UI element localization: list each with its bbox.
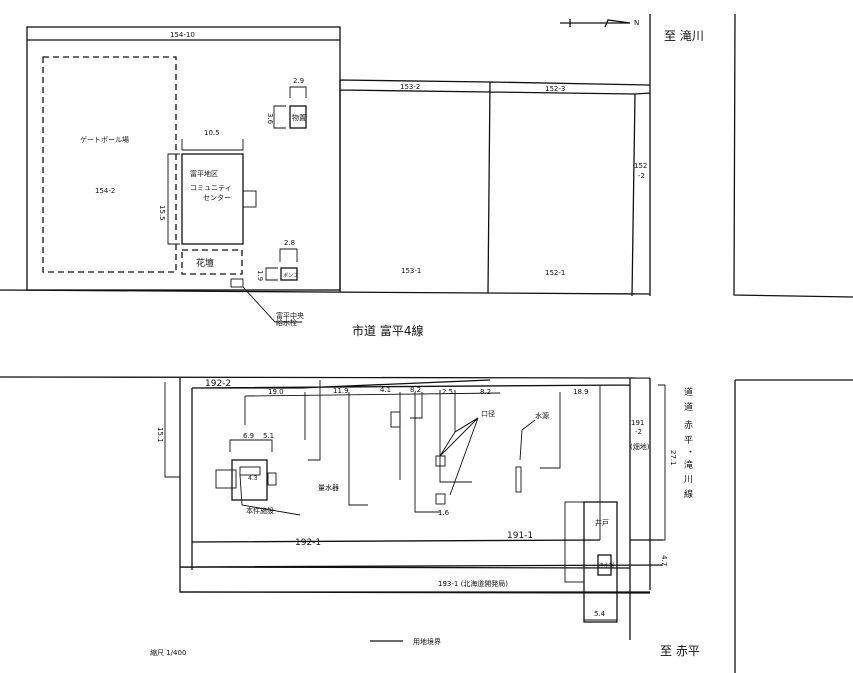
lot-label: 152 [634, 162, 647, 170]
flowerbed-label: 花壇 [196, 257, 214, 269]
bottom-plan: 15.1 27.1 4.7 192-2 19.0 11.9 4.1 8.2 2.… [0, 376, 853, 673]
dim-label: 2.8 [284, 239, 295, 247]
road-char: ・ [686, 448, 695, 458]
dim-label: 10.5 [204, 129, 220, 137]
valve-label: 口径 [481, 409, 495, 418]
dim-label: 5.4 [594, 610, 606, 618]
scale-label: 縮尺 1/400 [150, 648, 186, 657]
lot-label: 153-1 [401, 267, 421, 275]
dim-label: 2.9 [293, 77, 304, 85]
meter-label: 量水器 [318, 483, 339, 492]
direction-label: 至 滝川 [664, 29, 704, 43]
dim-label: 8.2 [410, 386, 421, 394]
road-char: 道 [684, 386, 693, 398]
lot-label: 193-1 (北海道開発局) [438, 579, 508, 588]
facility-building [231, 459, 268, 501]
dim-label: 27.1 [669, 450, 677, 466]
dim-label: 5.1 [263, 432, 274, 440]
road-char: 平 [684, 435, 693, 446]
road-label: 市道 富平4線 [352, 323, 423, 338]
road-char: 川 [684, 475, 693, 485]
road-char: 道 [684, 401, 693, 413]
purify-building [597, 554, 612, 576]
dim-label: 1.9 [256, 270, 264, 281]
dim-label: 15.5 [158, 205, 166, 221]
gateball-label: ゲートボール場 [80, 135, 129, 144]
water-tap [230, 278, 244, 288]
north-arrow-icon [560, 19, 631, 28]
pump-house [280, 267, 298, 281]
source-label: 水源 [535, 411, 549, 420]
lot-label: 192-1 [295, 538, 321, 548]
lot-label: (畑地) [630, 442, 650, 451]
dim-label: 15.1 [156, 427, 164, 443]
dim-label: 1.6 [438, 509, 450, 517]
road-char: 赤 [684, 420, 693, 431]
north-label: N [634, 19, 639, 27]
road-label-vertical: 道 道 赤 平 ・ 滝 川 線 [684, 386, 695, 500]
dim-label: 6.9 [243, 432, 254, 440]
center-label: コミュニティ [190, 184, 232, 192]
road-char: 線 [684, 488, 693, 500]
dim-label: 8.2 [480, 388, 491, 396]
center-label: 富平地区 [190, 169, 218, 178]
dim-label: 4.1 [380, 386, 391, 394]
lot-label: 192-2 [205, 379, 231, 389]
dim-label: 3.6 [266, 113, 274, 125]
dim-label: 4.7 [660, 555, 668, 566]
direction-label: 至 赤平 [660, 644, 700, 658]
tap-label: 給水栓 [276, 318, 297, 327]
center-label: センター [203, 193, 231, 202]
dim-label: 2.5 [442, 388, 453, 396]
lot-label: -2 [635, 428, 642, 436]
lot-label: 154-2 [95, 187, 115, 195]
entrance [242, 190, 257, 208]
top-plan: 154-10 ゲートボール場 154-2 10.5 15.5 富平地区 コミュニ… [0, 13, 853, 338]
lot-label: 191-1 [507, 531, 533, 541]
lot-label: 152-3 [545, 85, 565, 93]
lot-label: -2 [638, 172, 645, 180]
shed [289, 105, 307, 129]
tap-label: 富平中央 [276, 311, 304, 320]
pump-label: ポンプ [283, 272, 298, 279]
dim-label: 19.0 [268, 388, 284, 396]
legend-label: 用地境界 [413, 637, 441, 646]
gateball-area [42, 56, 177, 273]
shed-label: 物置 [292, 113, 306, 122]
lot-label: 152-1 [545, 269, 565, 277]
flowerbed [181, 249, 243, 275]
dim-label: 11.9 [333, 387, 349, 395]
lot-label: 154-10 [170, 31, 195, 39]
facility-label: 本件施設 [246, 506, 274, 515]
lot-label: 153-2 [400, 83, 420, 91]
purify-label: 浄水場 [599, 562, 614, 569]
well-label: 井戸 [595, 518, 609, 527]
dim-label: 4.3 [248, 475, 258, 482]
dim-label: 18.9 [573, 388, 589, 396]
lot-label: 191 [631, 419, 644, 427]
road-char: 滝 [684, 460, 693, 471]
